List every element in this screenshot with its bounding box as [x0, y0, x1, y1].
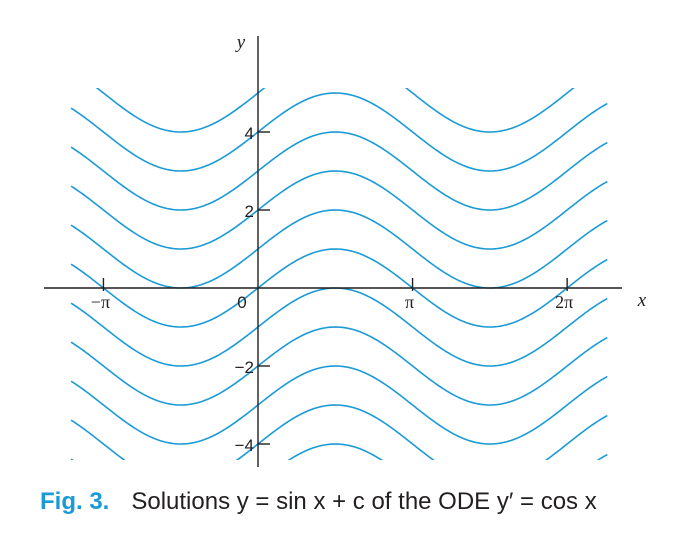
solution-curve-c-0: [70, 248, 608, 328]
x-tick-label: 2π: [555, 292, 573, 312]
figure-number: Fig. 3.: [40, 488, 110, 515]
x-tick-label: −π: [91, 292, 110, 312]
solution-curve-c-2: [70, 170, 608, 250]
solution-curve-c-neg3: [70, 365, 608, 445]
x-tick-label: 0: [237, 293, 246, 312]
solution-curve-c-neg2: [70, 326, 608, 406]
y-axis-label: y: [235, 32, 246, 53]
solution-curve-c-neg5: [70, 443, 608, 460]
solution-curve-c-1: [70, 209, 608, 289]
x-tick-label: π: [405, 292, 414, 312]
solution-curve-c-4: [70, 92, 608, 172]
solution-curve-c-neg4: [70, 404, 608, 460]
solution-curve-c-5: [95, 88, 575, 133]
solution-curve-c-3: [70, 131, 608, 211]
axes: [44, 36, 622, 467]
y-tick-label: 2: [245, 202, 254, 221]
tick-group: −π 0 π 2π 4 2 −2 −4: [91, 124, 573, 455]
figure-caption: Fig. 3. Solutions y = sin x + c of the OD…: [40, 488, 680, 516]
caption-text: Solutions y = sin x + c of the ODE y′ = …: [131, 488, 597, 515]
x-axis-label: x: [637, 290, 647, 311]
y-tick-label: 4: [245, 124, 254, 143]
y-tick-label: −4: [235, 436, 254, 455]
curve-group: [70, 88, 608, 460]
y-tick-label: −2: [235, 358, 254, 377]
